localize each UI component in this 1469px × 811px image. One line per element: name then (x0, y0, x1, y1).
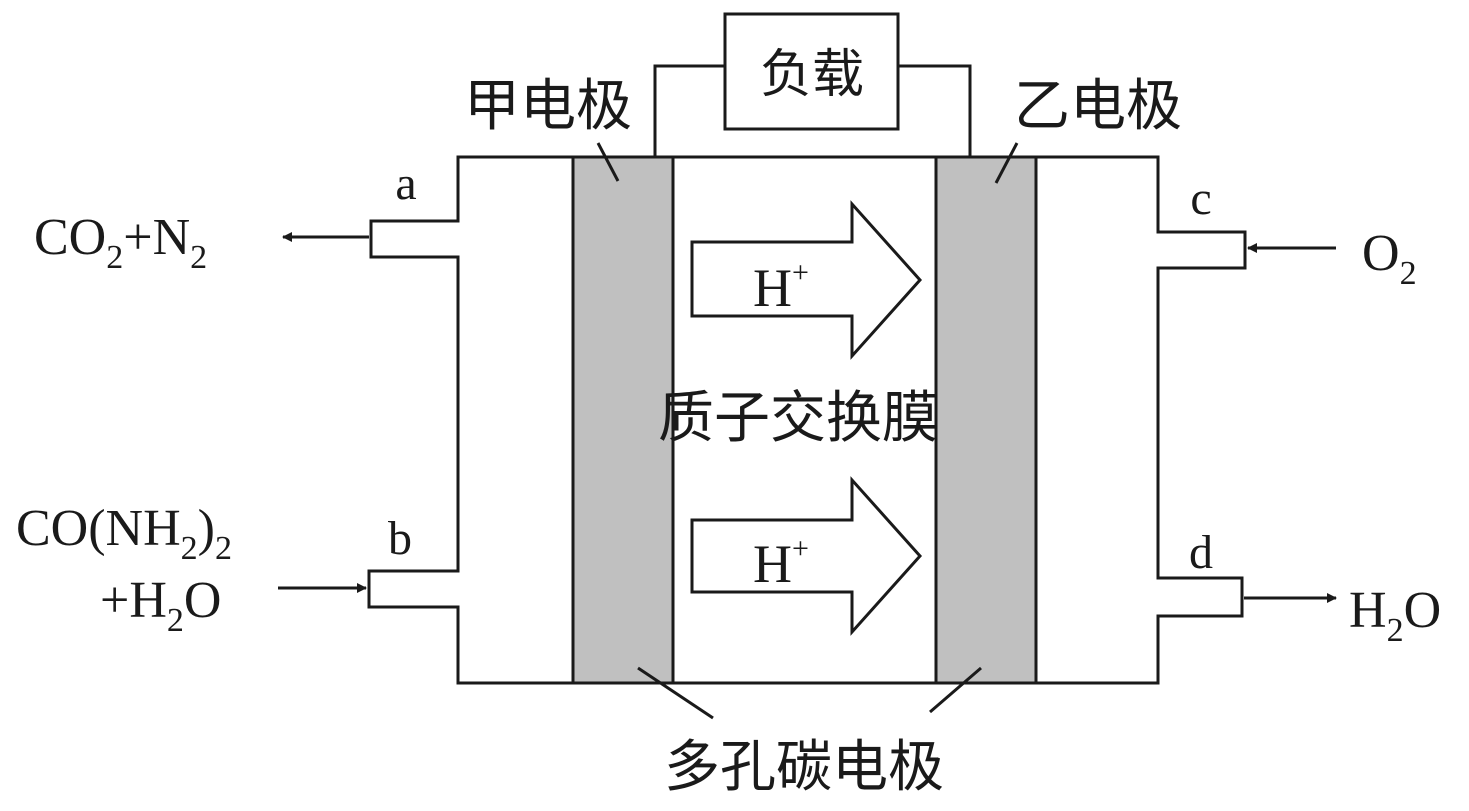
right-electrode (934, 155, 1038, 685)
left-electrode-label: 甲电极 (464, 74, 632, 139)
left-electrode-leader (596, 142, 620, 182)
proton-arrow-top: H+ (690, 200, 923, 360)
cell-outline (367, 155, 1247, 685)
input-b-formula-line1: CO(NH2)2 (16, 500, 232, 567)
load-label: 负载 (760, 45, 864, 105)
input-c-formula: O2 (1362, 225, 1417, 292)
right-electrode-label: 乙电极 (1014, 74, 1182, 139)
load-box (723, 12, 900, 131)
right-electrode-leader (994, 142, 1019, 184)
bottom-leader-right (929, 666, 982, 714)
block-arrow-right-icon (690, 200, 923, 360)
membrane-label: 质子交换膜 (658, 386, 938, 451)
port-c-label: c (1190, 172, 1211, 225)
output-a-formula: CO2+N2 (34, 209, 207, 276)
block-arrow-right-icon (690, 476, 923, 636)
output-d-formula: H2O (1349, 582, 1441, 649)
left-wire (653, 64, 725, 157)
bottom-leader-left (637, 666, 714, 720)
left-electrode (571, 155, 675, 685)
right-wire (898, 64, 972, 157)
port-d-label: d (1189, 526, 1213, 579)
proton-arrow-bottom: H+ (690, 476, 923, 636)
port-b-label: b (388, 512, 412, 565)
port-a-label: a (395, 157, 416, 210)
input-b-formula-line2: +H2O (100, 572, 221, 639)
proton-symbol: H+ (753, 532, 809, 594)
proton-symbol: H+ (753, 256, 809, 318)
external-circuit: 负载 (653, 12, 972, 157)
porous-electrode-label: 多孔碳电极 (664, 735, 944, 800)
